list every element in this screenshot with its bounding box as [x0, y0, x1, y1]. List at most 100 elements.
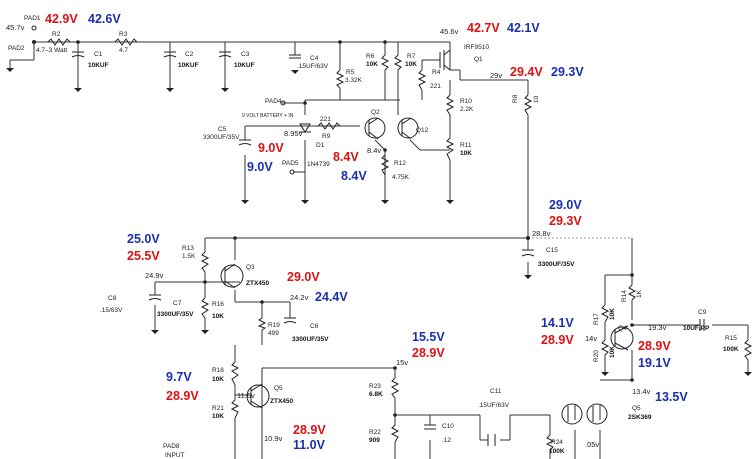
- r21-label: R21: [212, 405, 224, 412]
- pad2-label: PAD2: [8, 45, 25, 52]
- r7-value: 10K: [405, 61, 417, 68]
- r4-value: 221: [430, 83, 441, 90]
- r2-value: 4.7–3 Watt: [36, 47, 67, 54]
- c1-value: 10KUF: [88, 62, 109, 69]
- r6-value: 10K: [366, 61, 378, 68]
- c2-label: C2: [185, 51, 194, 58]
- r7-label: R7: [407, 53, 416, 60]
- c15-label: C15: [546, 247, 558, 254]
- transistor-q1: [439, 49, 451, 71]
- r20-label: R20: [593, 350, 600, 362]
- measurement-blue: 29.0V: [549, 198, 582, 212]
- resistor-r23: [391, 377, 400, 399]
- q6-label: Q5: [632, 405, 641, 412]
- resistor-r13: [200, 251, 210, 273]
- r17-label: R17: [593, 313, 600, 325]
- resistor-r7: [393, 54, 403, 71]
- measurement-blue: 29.3V: [551, 65, 584, 79]
- right-wires: [574, 238, 749, 459]
- r22-label: R22: [369, 429, 381, 436]
- r10-label: R10: [460, 98, 472, 105]
- capacitor-c4: [289, 54, 301, 59]
- measurement-red: 29.3V: [549, 214, 582, 228]
- regulator-wires: [244, 70, 450, 200]
- measurement-blue: 14.1V: [541, 316, 574, 330]
- c6-label: C6: [310, 323, 319, 330]
- r12-value: 4.75K: [392, 174, 410, 181]
- q5-part: ZTX450: [270, 398, 294, 405]
- d1-part: 1N4739: [307, 161, 330, 168]
- r13-label: R13: [182, 245, 194, 252]
- transistor-q5: [246, 383, 270, 409]
- node-voltage: 8.95v: [284, 129, 303, 138]
- r5-value: 3.32K: [345, 77, 363, 84]
- resistor-r21: [230, 399, 240, 419]
- measurement-red: 28.9V: [638, 339, 671, 353]
- r23-value: 6.8K: [369, 391, 383, 398]
- measurement-blue: 24.4V: [315, 290, 348, 304]
- c11-label: C11: [490, 388, 502, 395]
- q1-part: IRF9510: [464, 44, 489, 51]
- measurement-red: 29.0V: [287, 270, 320, 284]
- resistor-r8: [523, 94, 533, 116]
- capacitor-c8: [148, 294, 162, 301]
- r15-value: 100K: [723, 346, 739, 353]
- node-voltage: 10.9v: [264, 434, 283, 443]
- battery-note: 9 VOLT BATTERY + IN: [242, 113, 294, 119]
- resistor-r15: [744, 339, 753, 361]
- node-voltage: 13.4v: [632, 387, 651, 396]
- measurement-blue: 9.0V: [247, 160, 273, 174]
- measurement-red: 28.9V: [293, 423, 326, 437]
- resistor-r4: [417, 69, 427, 91]
- measurement-blue: 42.6V: [88, 12, 121, 26]
- node-voltage: 24.2v: [290, 293, 309, 302]
- measurement-red: 29.4V: [510, 65, 543, 79]
- r8-value: 10: [533, 95, 540, 103]
- pad8-sub-label: INPUT: [165, 452, 185, 459]
- d1-label: D1: [316, 142, 325, 149]
- r16-label: R16: [212, 301, 224, 308]
- r24-value: 100K: [549, 448, 565, 455]
- capacitor-c2: [163, 51, 177, 58]
- q3-part: ZTX450: [246, 280, 270, 287]
- node-voltage: 29v: [490, 71, 502, 80]
- node-voltage: 24.9v: [145, 271, 164, 280]
- r19-label: R19: [268, 322, 280, 329]
- measurement-blue: 11.0V: [293, 438, 326, 452]
- r6-label: R6: [366, 53, 375, 60]
- c9-label: C9: [698, 309, 707, 316]
- top-rail-wires: [9, 41, 450, 85]
- r18-label: R18: [212, 367, 224, 374]
- r13-value: 1.5K: [182, 253, 196, 260]
- capacitor-c9: [699, 319, 705, 331]
- node-voltage: 45.7v: [6, 23, 25, 32]
- node-voltage: 15v: [396, 358, 408, 367]
- q3-label: Q3: [246, 264, 255, 271]
- measurement-red: 42.7V: [467, 21, 500, 35]
- r12-label: R12: [394, 160, 406, 167]
- r5-label: R5: [346, 69, 355, 76]
- c7-label: C7: [173, 300, 182, 307]
- r24-label: R24: [551, 439, 563, 446]
- resistor-r20: [600, 339, 610, 356]
- resistor-r24: [545, 434, 555, 451]
- measurement-blue: 9.7V: [166, 370, 192, 384]
- capacitor-c6: [283, 317, 297, 324]
- c6-value: 3300UF/35V: [292, 336, 329, 343]
- measurement-blue: 19.1V: [638, 356, 671, 370]
- c4-value: .15UF/63V: [297, 63, 329, 70]
- c3-value: 10KUF: [234, 62, 255, 69]
- node-voltage: 11.6v: [237, 391, 255, 400]
- resistor-r17: [600, 304, 610, 323]
- resistor-r3: [114, 38, 138, 46]
- pad8-label: PAD8: [163, 443, 180, 450]
- c3-label: C3: [241, 51, 250, 58]
- node-voltage: 8.4v: [367, 146, 381, 155]
- pad5-terminal: [289, 169, 295, 175]
- resistor-r10: [445, 94, 455, 116]
- measurement-red: 42.9V: [45, 12, 78, 26]
- r11-value: 10K: [460, 150, 472, 157]
- resistor-r14: [627, 284, 637, 301]
- capacitor-c3: [218, 51, 232, 58]
